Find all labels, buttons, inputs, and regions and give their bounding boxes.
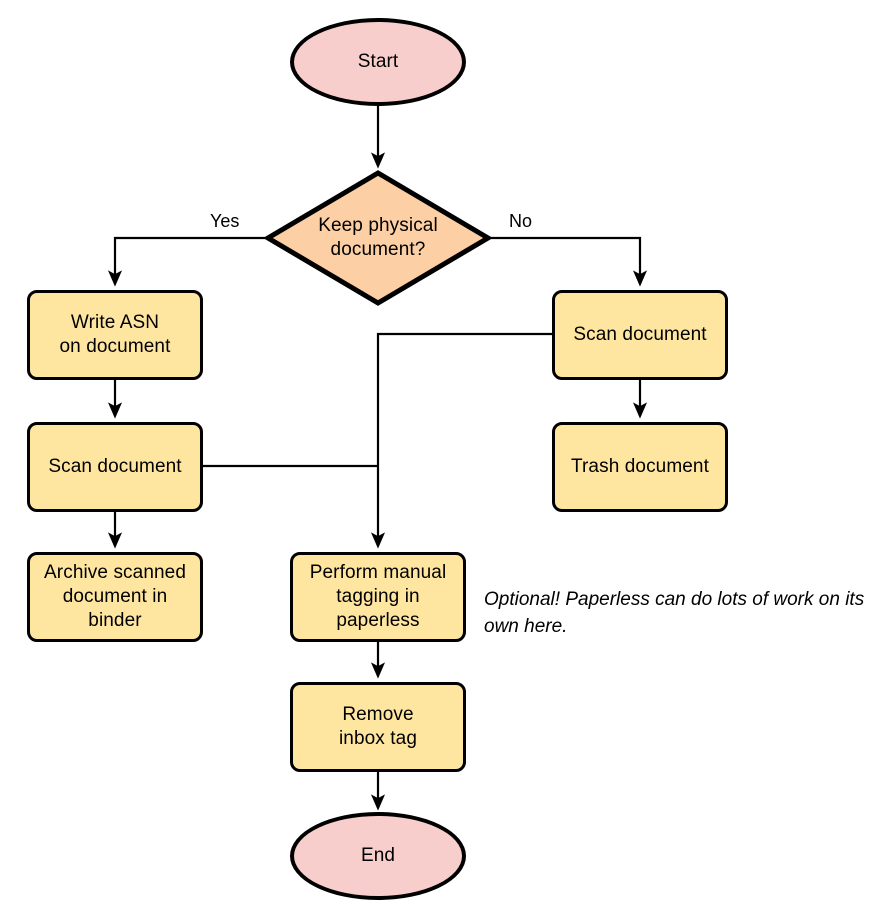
diamond-shape (265, 170, 491, 306)
node-archive-scanned-document-in-binder-label: Archive scanned document in binder (44, 562, 186, 631)
edge-decision-yes-to-write-asn (107, 236, 265, 287)
node-remove-inbox-tag[interactable]: Remove inbox tag (290, 682, 466, 772)
node-perform-manual-tagging-in-paperless-label: Perform manual tagging in paperless (309, 562, 447, 631)
edge-scan-right-to-manual-tagging (370, 332, 552, 549)
node-archive-scanned-document-in-binder[interactable]: Archive scanned document in binder (27, 552, 203, 642)
node-write-asn-on-document-label: Write ASN on document (59, 312, 171, 357)
node-scan-document-left-label: Scan document (48, 456, 182, 477)
node-end-label: End (360, 845, 396, 866)
node-scan-document-right[interactable]: Scan document (552, 290, 728, 380)
node-scan-document-left[interactable]: Scan document (27, 422, 203, 512)
edge-decision-no-to-scan-right (491, 236, 648, 287)
node-keep-physical-document-label: Keep physical document? (318, 215, 438, 260)
node-remove-inbox-tag-label: Remove inbox tag (338, 704, 417, 749)
node-end[interactable]: End (290, 812, 466, 900)
edge-label-no: No (509, 211, 533, 231)
edge-label-yes: Yes (210, 211, 240, 231)
node-start[interactable]: Start (290, 18, 466, 106)
optional-note: Optional! Paperless can do lots of work … (484, 589, 865, 637)
node-write-asn-on-document[interactable]: Write ASN on document (27, 290, 203, 380)
node-scan-document-right-label: Scan document (573, 324, 707, 345)
node-start-label: Start (357, 51, 399, 72)
node-trash-document-label: Trash document (571, 456, 709, 477)
node-keep-physical-document[interactable]: Keep physical document? (265, 170, 491, 306)
node-trash-document[interactable]: Trash document (552, 422, 728, 512)
node-perform-manual-tagging-in-paperless[interactable]: Perform manual tagging in paperless (290, 552, 466, 642)
